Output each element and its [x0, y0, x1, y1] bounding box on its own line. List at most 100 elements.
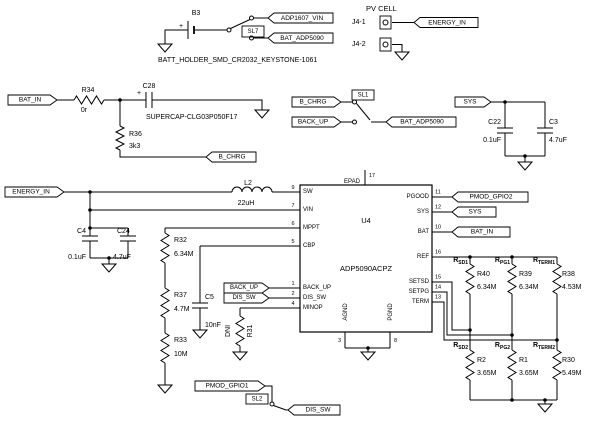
pin-name-sys: SYS [417, 209, 429, 215]
r36-ref-label: R36 [129, 131, 142, 138]
capacitor-c4: C4 0.1uF [68, 228, 98, 261]
r1-title-sub: PG2 [500, 345, 510, 351]
pin-name-cbp: CBP [303, 243, 315, 249]
energy-in-tag-top [413, 17, 479, 28]
sl1-box [351, 89, 375, 101]
switch-sl2: SL2 [245, 393, 287, 411]
r30-title-label: RTERM2 [533, 342, 555, 351]
battery-b3: B3 + BATT_HOLDER_SMD_CR2032_KEYSTONE-106… [158, 10, 317, 64]
r1-ref-label: R1 [519, 357, 528, 364]
pin-num-cbp: 5 [291, 239, 294, 245]
resistor-r38: RTERM1 R38 4.53M [533, 257, 582, 295]
c22-ref-label: C22 [488, 119, 501, 126]
pin-name-mppt: MPPT [303, 225, 320, 231]
ic-ref-label: U4 [361, 216, 371, 225]
resistor-r31: R31 DNI [225, 315, 254, 347]
ground-icon [232, 351, 248, 361]
pin-num-minop: 4 [291, 301, 294, 307]
r40-title-label: RSD1 [453, 257, 468, 266]
bat-in-tag-pin [451, 226, 511, 238]
resistor-r36: R36 3k3 [114, 125, 142, 151]
pin-num-setsd: 15 [435, 275, 441, 281]
pv-cell-title: PV CELL [366, 4, 397, 13]
pin-name-epad: EPAD [344, 179, 361, 185]
j4-2-label: J4-2 [352, 41, 366, 48]
r39-value-label: 6.34M [519, 284, 539, 291]
pmod-gpio2-label: PMOD_GPIO2 [470, 194, 513, 201]
sys-tag-pin [451, 206, 497, 218]
battery-plus-label: + [179, 23, 183, 30]
pin-num-ref: 16 [435, 250, 441, 256]
bat-adp5090-label-top: BAT_ADP5090 [280, 35, 324, 42]
connector-j4-1: J4-1 [352, 15, 392, 30]
pin-name-back-up: BACK_UP [303, 285, 331, 291]
ground-icon [157, 384, 173, 394]
sl7-lever [230, 19, 251, 29]
r38-title-base: R [533, 257, 538, 264]
ground-icon [537, 403, 553, 413]
dis-sw-label-out: DIS_SW [306, 407, 332, 414]
pin-num-pgood: 11 [435, 190, 441, 196]
ground-icon [101, 263, 117, 273]
capacitor-c22: C22 0.1uF [483, 119, 513, 144]
pin-name-pgnd: PGND [388, 303, 394, 321]
resistor-r33: R33 10M [160, 332, 188, 364]
sl1-lever [356, 103, 371, 121]
ground-icon [360, 351, 376, 361]
pin-name-setpg: SETPG [409, 289, 430, 295]
b-chrg-label-out: B_CHRG [218, 154, 245, 161]
r40-title-base: R [453, 257, 458, 264]
r39-ref-label: R39 [519, 271, 532, 278]
r31-ref-label: R31 [247, 324, 254, 337]
r39-title-label: RPG1 [495, 257, 510, 266]
capacitor-c24: C24 4.7uF [113, 228, 136, 261]
pin-num-sw: 9 [291, 185, 294, 191]
bat-in-label-left: BAT_IN [19, 97, 42, 104]
back-up-tag-mid [291, 116, 342, 128]
resistor-r37: R37 4.7M [160, 287, 190, 319]
pin-name-minop: MINOP [303, 305, 323, 311]
r39-title-sub: PG1 [500, 260, 510, 266]
adp1607-vin-tag [267, 12, 334, 24]
capacitor-c3: C3 4.7uF [537, 119, 567, 144]
j4-2-symbol [379, 37, 392, 52]
dis-sw-label-pin: DIS_SW [232, 295, 255, 301]
energy-in-tag-main [4, 186, 65, 198]
r34-ref-label: R34 [82, 87, 95, 94]
pin-name-pgood: PGOOD [407, 194, 430, 200]
r40-value-label: 6.34M [477, 284, 497, 291]
r37-value-label: 4.7M [174, 306, 190, 313]
sl7-label: SL7 [248, 29, 259, 35]
ground-icon [517, 161, 533, 171]
resistor-r2: RSD2 R2 3.65M [453, 342, 497, 381]
sys-label-pin: SYS [468, 209, 482, 216]
pin-name-setsd: SETSD [409, 279, 430, 285]
sl2-label: SL2 [252, 397, 263, 403]
pmod-gpio1-label: PMOD_GPIO1 [206, 383, 249, 390]
adp1607-vin-label: ADP1607_VIN [281, 15, 324, 22]
pin-name-bat: BAT [418, 229, 430, 235]
l2-ref-label: L2 [244, 180, 252, 187]
sl7-box [241, 25, 265, 38]
c4-ref-label: C4 [77, 228, 86, 235]
capacitor-c28: C28 + SUPERCAP-CLG03P050F17 [137, 83, 238, 121]
c3-value-label: 4.7uF [549, 137, 567, 144]
pin-name-vin: VIN [303, 207, 313, 213]
pin-num-agnd: 3 [338, 338, 341, 344]
battery-ref-label: B3 [192, 10, 201, 17]
connector-j4-2: J4-2 [352, 37, 392, 52]
bat-in-label-pin: BAT_IN [471, 229, 494, 236]
b-chrg-label-in: B_CHRG [299, 99, 326, 106]
energy-in-label-main: ENERGY_IN [12, 189, 50, 196]
ic-u4: U4 ADP5090ACPZ EPAD 17 SW VIN MPPT CBP B… [291, 173, 441, 344]
r2-ref-label: R2 [477, 357, 486, 364]
r32-ref-label: R32 [174, 237, 187, 244]
junction-dots [88, 98, 559, 402]
sl2-lever [273, 405, 287, 411]
pin-num-dis-sw: 2 [291, 291, 294, 297]
pin-num-vin: 7 [291, 203, 294, 209]
r34-value-label: 0r [81, 107, 88, 114]
bat-adp5090-tag-mid [385, 116, 457, 128]
